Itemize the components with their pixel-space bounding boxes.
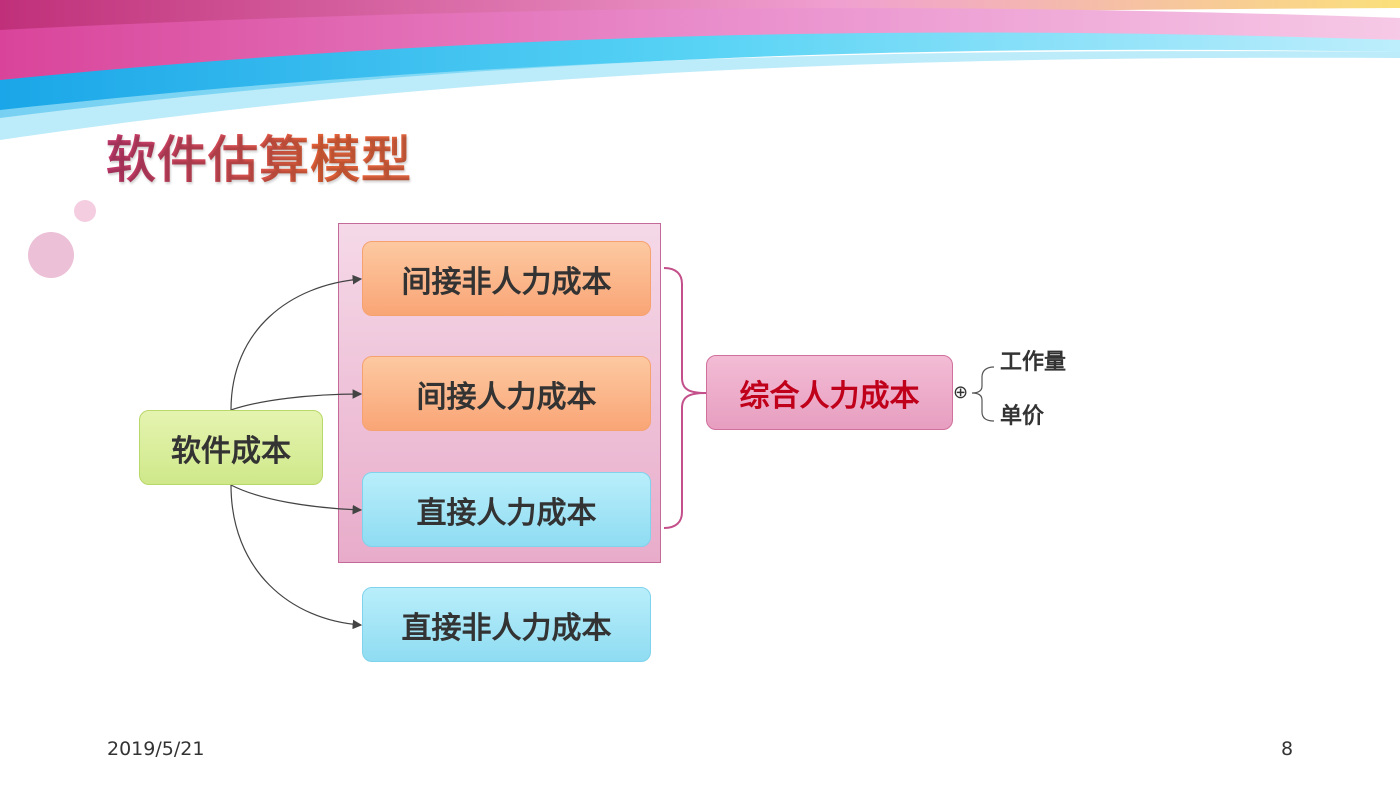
arrow-to-direct-nonlabor <box>230 484 363 630</box>
arrow-to-direct-labor <box>230 484 363 515</box>
indirect-nonlabor-cost-box: 间接非人力成本 <box>362 241 651 316</box>
rainbow-banner <box>0 0 1400 141</box>
brace-labor-costs <box>663 267 707 529</box>
indirect-labor-cost-box: 间接人力成本 <box>362 356 651 431</box>
circled-plus-operator: ⊕ <box>953 382 969 403</box>
page-number: 8 <box>1281 738 1294 760</box>
decorative-bubble-small <box>74 200 96 222</box>
factor-workload-label: 工作量 <box>1000 350 1067 375</box>
footer-date: 2019/5/21 <box>107 738 205 760</box>
decorative-bubble-large <box>28 232 74 278</box>
total-labor-cost-box: 综合人力成本 <box>706 355 953 430</box>
arrow-to-indirect-nonlabor <box>230 274 363 411</box>
arrow-to-indirect-labor <box>230 389 363 411</box>
direct-nonlabor-cost-box: 直接非人力成本 <box>362 587 651 662</box>
direct-labor-cost-box: 直接人力成本 <box>362 472 651 547</box>
factor-unit-price-label: 单价 <box>1000 404 1045 429</box>
slide-title: 软件估算模型 <box>106 128 412 192</box>
brace-factors <box>971 366 995 422</box>
software-cost-box: 软件成本 <box>139 410 323 485</box>
